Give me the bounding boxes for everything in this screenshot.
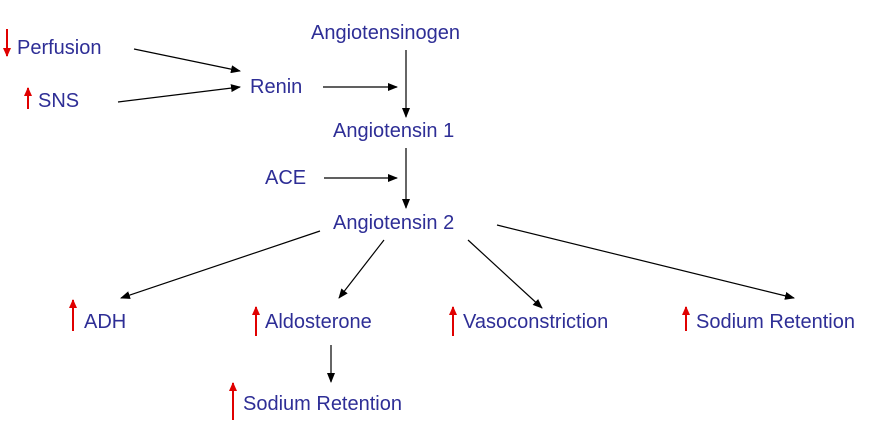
node-perfusion: Perfusion [17,37,102,59]
node-vasoconstriction: Vasoconstriction [463,311,608,333]
node-sodium-retention-right: Sodium Retention [696,311,855,333]
node-ace: ACE [265,167,306,189]
edge-angiotensin2-to-adh [120,230,321,299]
node-renin: Renin [250,76,302,98]
edge-angiotensin2-to-vasoconstriction [467,239,543,309]
edge-sns-to-renin [117,84,241,103]
node-adh: ADH [84,311,126,333]
node-angiotensinogen: Angiotensinogen [311,22,460,44]
edge-perfusion-to-renin [133,48,241,74]
node-sodium-retention-bottom: Sodium Retention [243,393,402,415]
node-angiotensin-2: Angiotensin 2 [333,212,454,234]
node-sns: SNS [38,90,79,112]
edge-angiotensin2-to-sodium-retention-right [496,224,795,300]
edge-angiotensin2-to-aldosterone [338,239,385,299]
node-aldosterone: Aldosterone [265,311,372,333]
node-angiotensin-1: Angiotensin 1 [333,120,454,142]
